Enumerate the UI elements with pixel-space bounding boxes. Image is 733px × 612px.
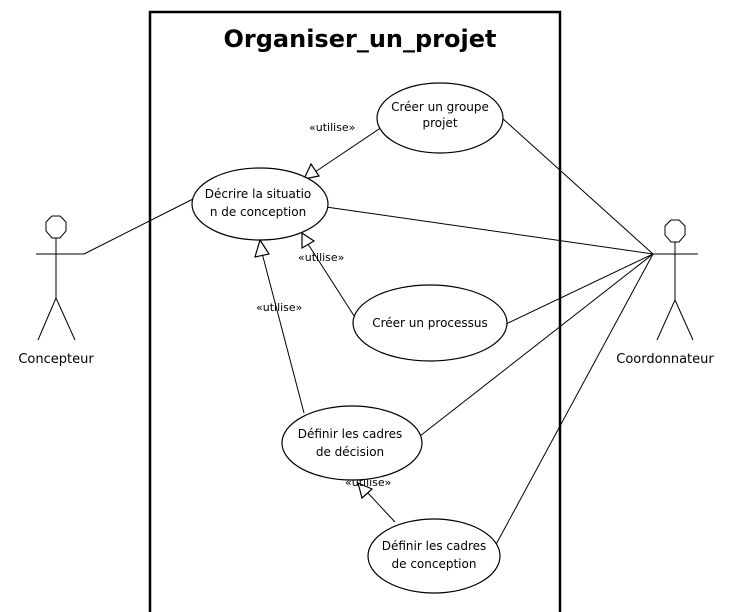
use-case-label-line: Décrire la situatio bbox=[205, 187, 312, 201]
use-case-label-line: Définir les cadres bbox=[298, 427, 403, 441]
utilise-label-2: «utilise» bbox=[298, 251, 344, 264]
use-case-creer-groupe[interactable]: Créer un groupe projet bbox=[376, 82, 504, 154]
use-case-label-line: de décision bbox=[316, 445, 384, 459]
include-line-creer-groupe bbox=[314, 124, 386, 173]
association-coord-creer-groupe bbox=[501, 117, 654, 255]
use-case-creer-processus[interactable]: Créer un processus bbox=[352, 284, 508, 362]
association-coord-decrire bbox=[325, 206, 654, 255]
include-arrowhead-icon bbox=[302, 162, 320, 180]
use-case-decrire-situation[interactable]: Décrire la situatio n de conception bbox=[191, 167, 329, 241]
actor-head-icon bbox=[664, 219, 686, 243]
include-line-creer-processus bbox=[307, 243, 359, 323]
system-title: Organiser_un_projet bbox=[224, 25, 497, 53]
association-coord-definir-decision bbox=[419, 253, 654, 437]
association-coord-definir-conception bbox=[492, 253, 654, 551]
actor-head-icon bbox=[45, 215, 67, 239]
use-case-label-line: n de conception bbox=[210, 205, 306, 219]
actor-label-concepteur: Concepteur bbox=[18, 352, 94, 367]
utilise-label-3: «utilise» bbox=[256, 301, 302, 314]
actor-label-coordonnateur: Coordonnateur bbox=[616, 352, 714, 367]
use-case-definir-conception[interactable]: Définir les cadres de conception bbox=[367, 518, 501, 594]
include-arrowhead-icon bbox=[357, 481, 374, 500]
use-case-label-line: projet bbox=[422, 116, 457, 130]
include-line-definir-decision bbox=[261, 252, 305, 414]
utilise-label-1: «utilise» bbox=[309, 121, 355, 134]
associations bbox=[83, 117, 654, 551]
association-coord-creer-processus bbox=[503, 253, 654, 326]
actor-concepteur[interactable]: Concepteur bbox=[18, 215, 94, 367]
include-arrowhead-icon bbox=[254, 238, 270, 258]
use-case-label-line: Créer un groupe bbox=[391, 100, 489, 114]
include-relations bbox=[254, 124, 396, 523]
include-line-definir-conception bbox=[366, 491, 396, 523]
use-case-label-line: de conception bbox=[392, 557, 477, 571]
use-case-label-line: Créer un processus bbox=[372, 316, 488, 330]
use-case-label-line: Définir les cadres bbox=[382, 539, 487, 553]
actor-coordonnateur[interactable]: Coordonnateur bbox=[616, 219, 714, 367]
association-concepteur-decrire bbox=[83, 197, 196, 255]
include-arrowhead-icon bbox=[301, 231, 316, 250]
system-boundary bbox=[148, 10, 562, 612]
use-case-definir-decision[interactable]: Définir les cadres de décision bbox=[281, 405, 423, 481]
